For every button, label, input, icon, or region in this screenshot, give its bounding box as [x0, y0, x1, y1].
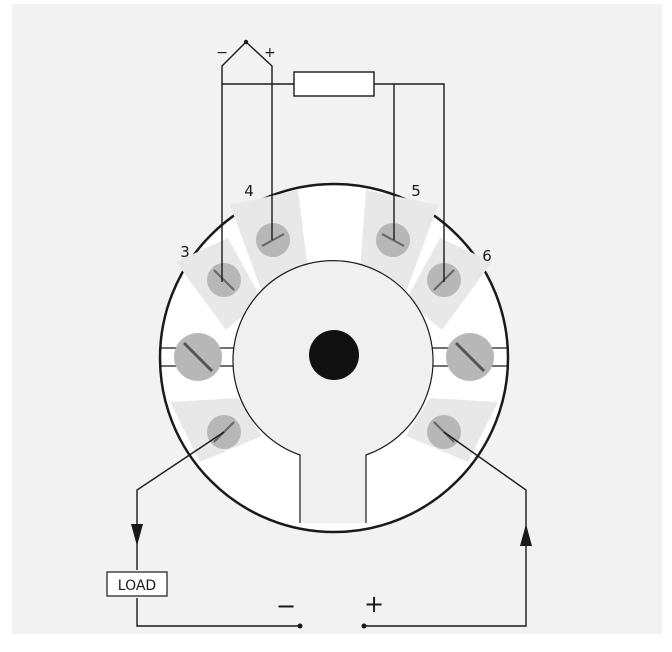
supply-plus-label: +	[364, 590, 384, 618]
load-label: LOAD	[118, 578, 156, 594]
supply-minus-terminal	[297, 623, 303, 629]
thermocouple-plus-label: +	[264, 45, 276, 61]
wire-load-to-minus	[136, 598, 300, 627]
terminal-label-5: 5	[411, 182, 421, 200]
mounting-screw-right	[446, 333, 494, 381]
screw-terminal-5	[376, 223, 410, 257]
terminal-label-4: 4	[244, 182, 254, 200]
screw-terminal-3	[207, 263, 241, 297]
thermocouple-junction	[243, 39, 249, 45]
wire-plus-to-terminal-2	[364, 431, 527, 627]
supply-minus-label: −	[276, 592, 296, 620]
thermocouple-minus-label: −	[216, 45, 228, 61]
center-hole	[309, 330, 359, 380]
screw-terminal-4	[256, 223, 290, 257]
terminal-label-3: 3	[180, 243, 190, 261]
mounting-screw-left	[174, 333, 222, 381]
terminal-label-6: 6	[482, 247, 492, 265]
current-arrow-down	[131, 524, 143, 546]
resistor-symbol	[293, 71, 375, 97]
load-box	[106, 571, 168, 597]
current-arrow-up	[520, 524, 532, 546]
wire-terminal-6	[374, 83, 445, 282]
supply-plus-terminal	[361, 623, 367, 629]
sensor-wiring	[221, 41, 445, 282]
inner-boss	[232, 260, 434, 523]
